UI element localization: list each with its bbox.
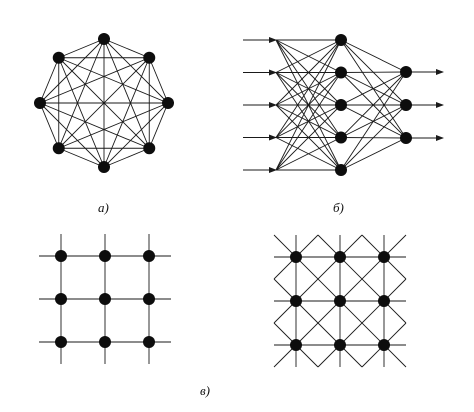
lattice-node [99, 336, 111, 348]
caption-a: а) [98, 200, 109, 215]
complete-graph-edge [39, 102, 150, 149]
complete-graph-edge [39, 102, 60, 149]
complete-graph-edge [39, 57, 150, 104]
lattice-node [290, 339, 302, 351]
caption-b: б) [333, 200, 344, 215]
hidden-output-edge [340, 39, 407, 73]
complete-graph-edge [103, 57, 150, 168]
hidden-node [335, 164, 347, 176]
input-hidden-edge [275, 39, 342, 106]
diagonal-line-up [317, 278, 407, 368]
lattice-node [334, 251, 346, 263]
diagonal-line-up [273, 234, 363, 324]
complete-graph-node [52, 51, 65, 64]
complete-graph-node [143, 142, 156, 155]
lattice-node [143, 293, 155, 305]
complete-graph-node [34, 97, 46, 109]
lattice-node [55, 336, 67, 348]
output-node [400, 66, 412, 78]
output-node [400, 99, 412, 111]
lattice-node [378, 339, 390, 351]
complete-graph [34, 33, 174, 173]
input-hidden-edge [275, 104, 342, 171]
lattice-node [143, 336, 155, 348]
hidden-node [335, 34, 347, 46]
complete-graph-edge [58, 38, 105, 149]
lattice-node [334, 295, 346, 307]
complete-graph-node [162, 97, 174, 109]
hidden-output-edge [340, 71, 407, 73]
input-hidden-edge [275, 72, 342, 171]
hidden-node [335, 66, 347, 79]
hidden-output-edge [340, 104, 407, 171]
lattice-node [143, 250, 155, 262]
hidden-output-edge [340, 71, 407, 171]
complete-graph-edge [103, 38, 150, 59]
complete-graph-node [52, 142, 65, 155]
input-hidden-edge [275, 39, 342, 171]
hidden-output-edge [340, 71, 407, 106]
lattice-node [99, 250, 111, 262]
input-hidden-edge [275, 39, 342, 138]
hidden-node [335, 99, 347, 111]
complete-graph-edge [39, 102, 105, 168]
hidden-output-edge [340, 71, 407, 138]
diagonal-lattice [273, 234, 407, 368]
complete-graph-edge [103, 147, 150, 168]
lattice-node [290, 295, 302, 307]
lattice-node [378, 295, 390, 307]
complete-graph-edge [58, 57, 150, 149]
complete-graph-node [98, 161, 110, 173]
hidden-node [335, 131, 347, 144]
square-lattice [39, 234, 171, 364]
complete-graph-edge [103, 38, 150, 149]
complete-graph-node [143, 51, 156, 64]
layered-network [243, 34, 444, 176]
lattice-node [55, 293, 67, 305]
caption-v: в) [200, 383, 210, 398]
lattice-node [334, 339, 346, 351]
complete-graph-edge [58, 147, 105, 168]
complete-graph-edge [148, 102, 169, 149]
complete-graph-edge [148, 57, 169, 104]
lattice-node [290, 251, 302, 263]
input-hidden-edge [275, 39, 342, 73]
complete-graph-edge [58, 57, 105, 168]
lattice-node [99, 293, 111, 305]
lattice-node [55, 250, 67, 262]
complete-graph-edge [58, 38, 105, 59]
hidden-output-edge [340, 137, 407, 171]
output-node [400, 132, 412, 144]
complete-graph-edge [58, 57, 169, 104]
complete-graph-edge [58, 102, 169, 149]
complete-graph-edge [39, 57, 60, 104]
lattice-node [378, 251, 390, 263]
complete-graph-node [98, 33, 110, 45]
input-hidden-edge [275, 137, 342, 171]
